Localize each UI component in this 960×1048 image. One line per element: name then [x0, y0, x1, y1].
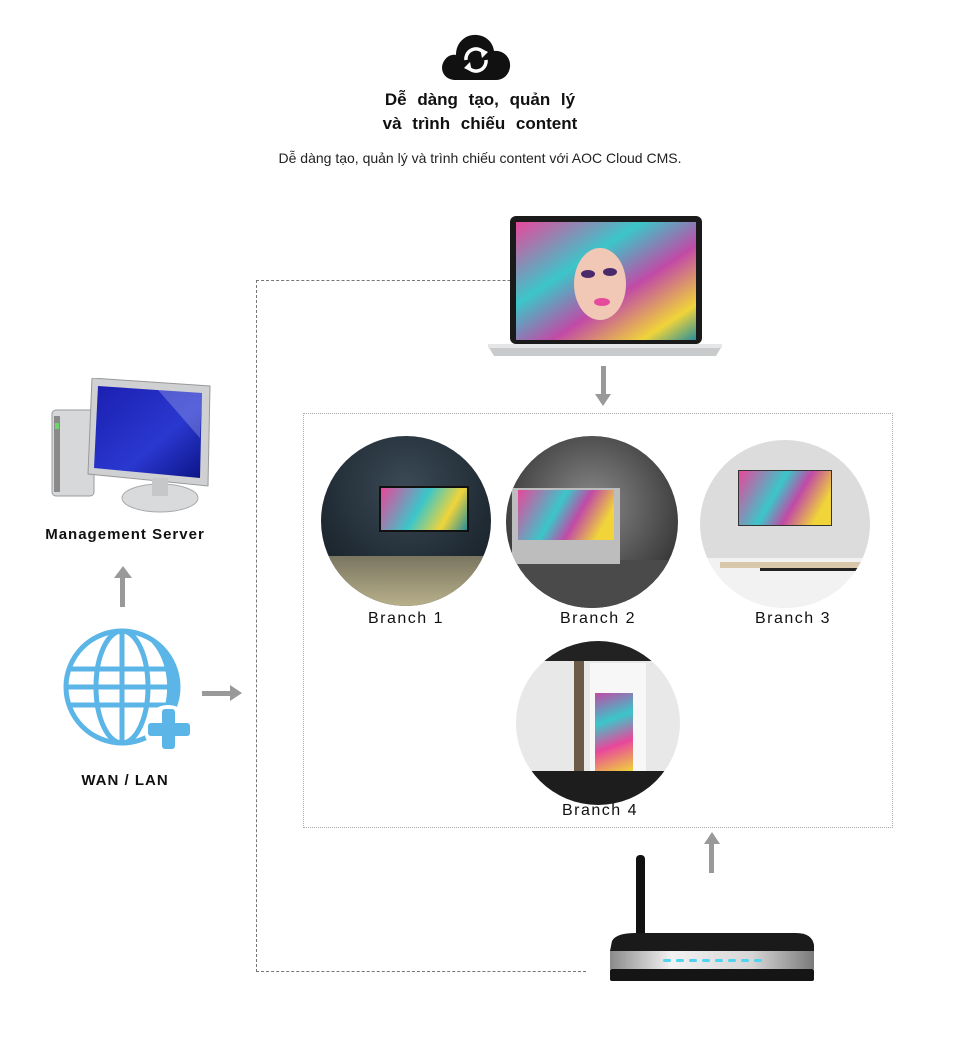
arrow-right-head [230, 685, 242, 701]
arrow-up-icon [120, 577, 125, 607]
branch-4-image [516, 641, 680, 805]
arrow-down-head [595, 394, 611, 406]
branch-2-image [506, 436, 678, 608]
arrow-right-icon [202, 691, 232, 696]
network-label: WAN / LAN [81, 772, 169, 789]
cloud-sync-icon [440, 30, 512, 82]
branch-1-label: Branch 1 [367, 610, 445, 627]
branches-container [303, 413, 893, 828]
arrow-up-icon-2 [709, 843, 714, 873]
page-subtitle: Dễ dàng tạo, quản lý và trình chiếu cont… [278, 150, 682, 166]
page-title: Dễ dàng tạo, quản lý và trình chiếu cont… [0, 88, 960, 136]
desktop-computer-icon [48, 377, 214, 516]
arrow-up-head [114, 566, 132, 578]
wifi-router-icon [606, 855, 818, 985]
server-label: Management Server [45, 526, 205, 543]
branch-1-image [321, 436, 491, 606]
title-line-1: Dễ dàng tạo, quản lý [384, 90, 576, 109]
title-line-2: và trình chiếu content [382, 114, 578, 133]
branch-2-label: Branch 2 [559, 610, 637, 627]
laptop-icon [488, 214, 722, 360]
branch-4-label: Branch 4 [561, 802, 639, 819]
globe-plus-icon [62, 625, 197, 757]
arrow-down-icon [601, 366, 606, 396]
branch-3-label: Branch 3 [754, 610, 832, 627]
branch-3-image [700, 440, 870, 608]
network-connector-line [256, 280, 586, 972]
arrow-up-head-2 [704, 832, 720, 844]
